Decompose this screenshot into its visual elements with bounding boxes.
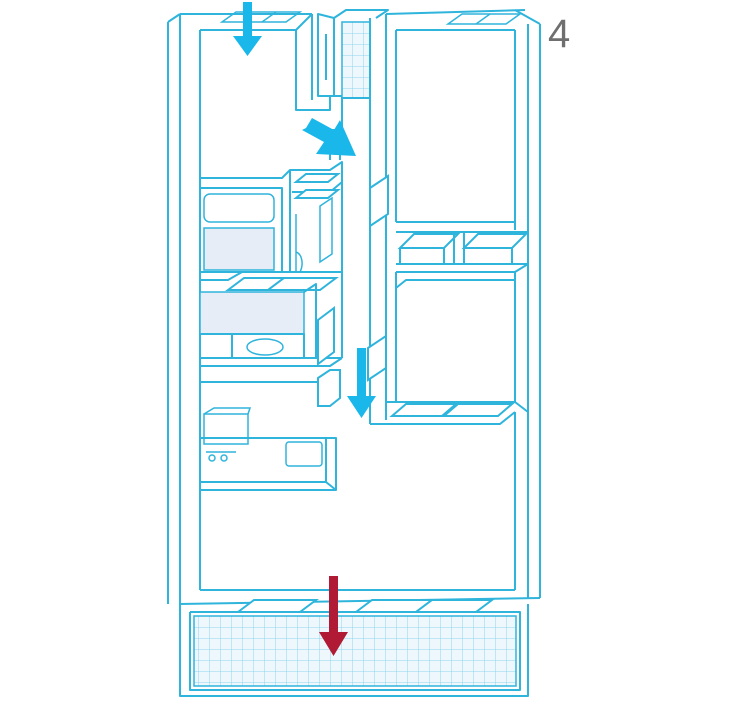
kitchen-counter (200, 407, 337, 491)
airflow-arrow-corridor (347, 348, 376, 418)
balcony-floor-grid (193, 615, 517, 687)
airflow-arrow-hall (302, 118, 356, 156)
bedroom-top-right (396, 221, 529, 265)
top-windows (219, 11, 523, 25)
exit-arrow-balcony (319, 576, 348, 656)
washbasin (246, 338, 284, 356)
bathroom-block (199, 161, 343, 366)
sink (285, 441, 323, 467)
corridor-walls (329, 14, 397, 424)
kitchen-divider (200, 357, 343, 407)
shoe-closet-grid (341, 21, 371, 99)
floor-number-label: 4 (548, 12, 570, 56)
washing-area (199, 291, 305, 335)
entrance-storage (295, 9, 389, 131)
bedroom-middle-right (370, 263, 529, 425)
airflow-arrow-entrance (233, 2, 262, 56)
balcony (179, 599, 529, 697)
airflow-arrows (233, 2, 376, 418)
bathtub (203, 193, 275, 223)
